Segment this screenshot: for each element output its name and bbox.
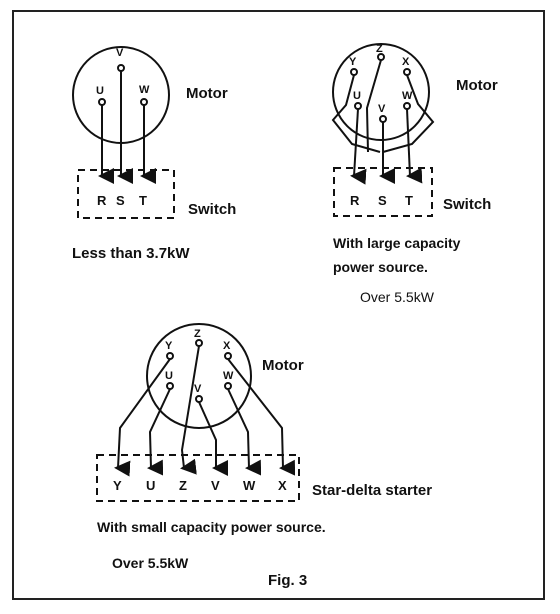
terminal-b-z-label: Z — [376, 43, 383, 55]
starter-y: Y — [113, 478, 122, 493]
terminal-c-y-label: Y — [165, 340, 173, 352]
switch-b-r: R — [350, 193, 360, 208]
terminal-c-v-label: V — [194, 383, 202, 395]
wire-b-u — [350, 108, 367, 185]
terminal-c-z — [195, 339, 203, 347]
switch-b-label: Switch — [443, 196, 491, 213]
terminal-c-x-label: X — [223, 340, 231, 352]
motor-c-label: Motor — [262, 357, 304, 374]
terminal-b-y-label: Y — [349, 56, 357, 68]
switch-a-label: Switch — [188, 201, 236, 218]
motor-b-label: Motor — [456, 77, 498, 94]
terminal-a-v-label: V — [116, 47, 124, 59]
starter-z: Z — [179, 478, 187, 493]
wire-c-w — [227, 388, 262, 476]
diagram-c-caption-line2: Over 5.5kW — [112, 555, 189, 571]
terminal-b-x-label: X — [402, 56, 410, 68]
switch-b-s: S — [378, 193, 387, 208]
terminal-a-u-label: U — [96, 85, 104, 97]
switch-a-t: T — [139, 193, 147, 208]
diagram-b-caption-line3: Over 5.5kW — [360, 289, 435, 305]
motor-c-circle — [146, 323, 252, 429]
terminal-c-x — [224, 352, 232, 360]
diagram-b-caption-line2: power source. — [333, 259, 428, 275]
terminal-b-w-label: W — [402, 90, 413, 102]
terminal-a-w — [140, 98, 148, 106]
terminal-b-w — [403, 102, 411, 110]
starter-x: X — [278, 478, 287, 493]
switch-a-s: S — [116, 193, 125, 208]
terminal-c-w — [224, 382, 232, 390]
terminal-c-y — [166, 352, 174, 360]
wire-b-y-loop — [331, 74, 381, 153]
terminal-c-v — [195, 395, 203, 403]
wire-b-w — [406, 108, 423, 184]
starter-box — [96, 454, 300, 502]
motor-a-label: Motor — [186, 85, 228, 102]
starter-label: Star-delta starter — [312, 482, 432, 499]
terminal-b-u-label: U — [353, 90, 361, 102]
switch-a-r: R — [97, 193, 107, 208]
terminal-c-z-label: Z — [194, 328, 201, 340]
terminal-b-x — [403, 68, 411, 76]
diagram-b — [331, 43, 435, 217]
terminal-b-u — [354, 102, 362, 110]
starter-u: U — [146, 478, 155, 493]
starter-w: W — [243, 478, 256, 493]
terminal-a-w-label: W — [139, 84, 150, 96]
wire-c-y — [114, 358, 171, 477]
diagram-c — [96, 323, 300, 502]
wire-c-z — [180, 345, 200, 475]
figure-frame — [12, 10, 545, 600]
terminal-b-v — [379, 115, 387, 123]
wire-b-z-loop — [365, 59, 382, 153]
terminal-c-u — [166, 382, 174, 390]
terminal-b-v-label: V — [378, 103, 386, 115]
switch-a-box — [77, 169, 175, 219]
motor-b-circle — [332, 43, 430, 141]
diagram-a — [72, 46, 175, 219]
switch-b-box — [333, 167, 433, 217]
terminal-a-v — [117, 64, 125, 72]
diagram-b-caption-line1: With large capacity — [333, 235, 461, 251]
terminal-c-w-label: W — [223, 370, 234, 382]
switch-b-t: T — [405, 193, 413, 208]
terminal-c-u-label: U — [165, 370, 173, 382]
wire-b-x-loop — [382, 74, 435, 153]
starter-v: V — [211, 478, 220, 493]
diagram-c-caption-line1: With small capacity power source. — [97, 519, 326, 535]
terminal-a-u — [98, 98, 106, 106]
terminal-b-y — [350, 68, 358, 76]
figure-label: Fig. 3 — [268, 572, 307, 589]
diagram-a-caption: Less than 3.7kW — [72, 245, 190, 262]
wire-c-v — [198, 401, 228, 476]
